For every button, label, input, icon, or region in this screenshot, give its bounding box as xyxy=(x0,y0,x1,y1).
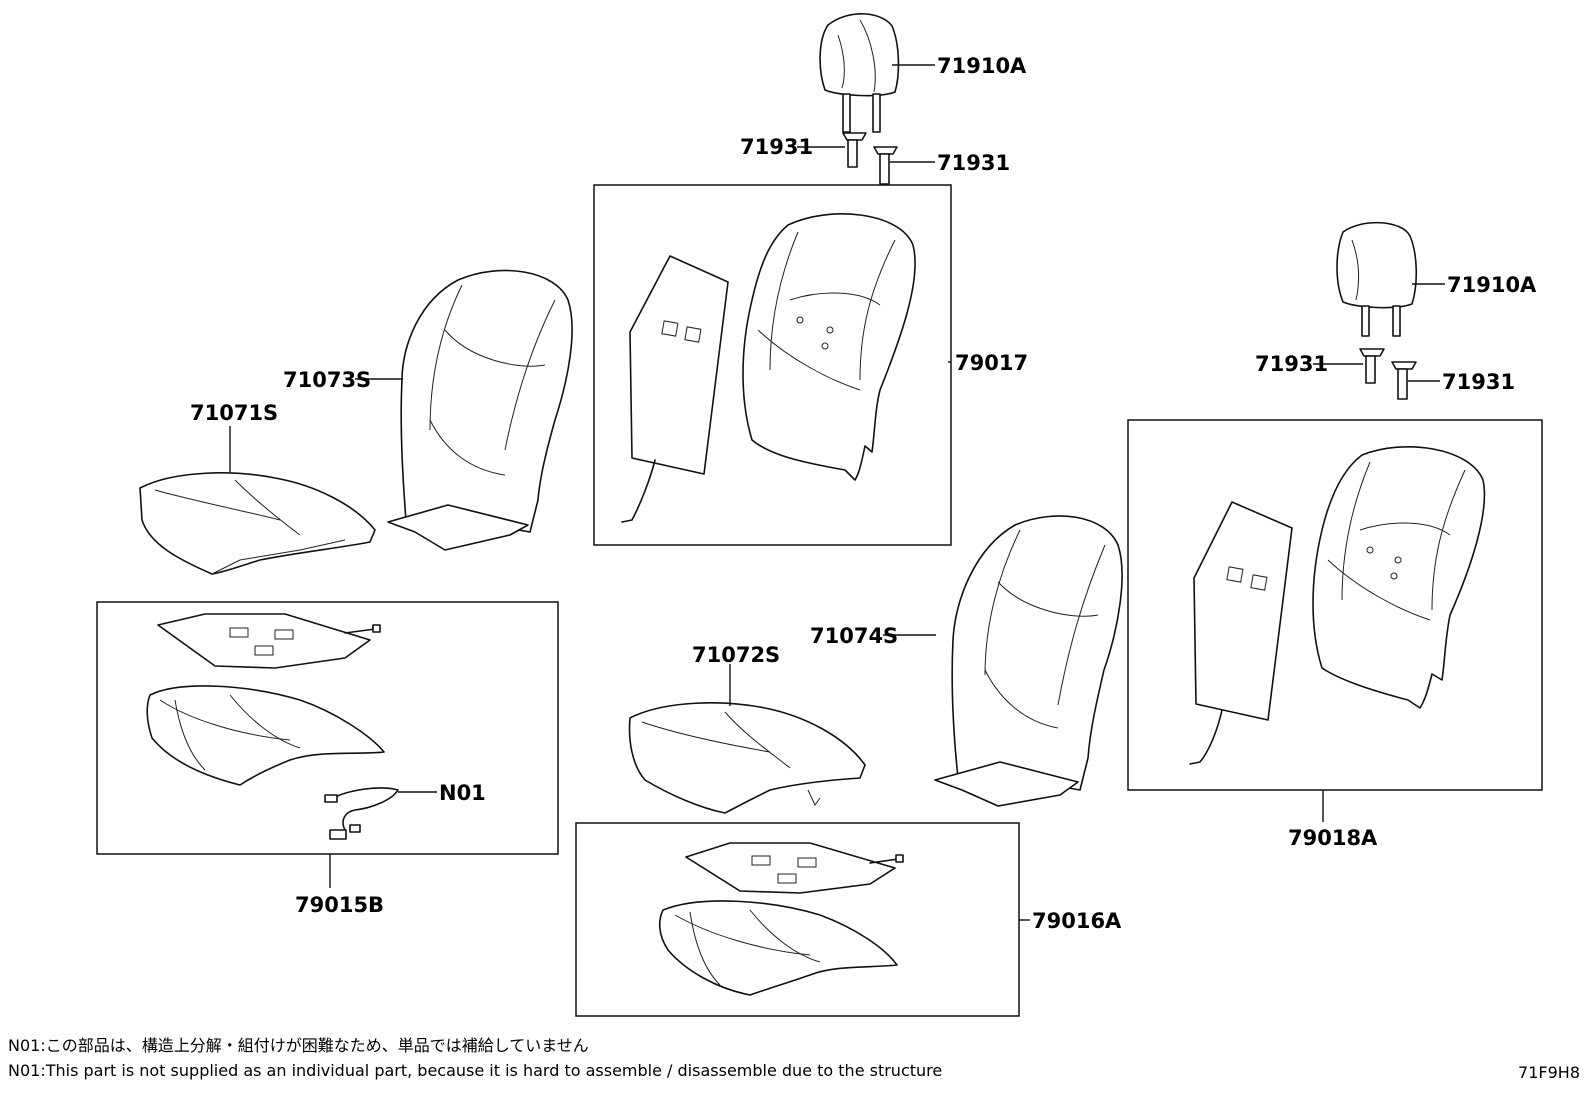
pad-box-left xyxy=(96,601,559,855)
label-71931-right-left: 71931 xyxy=(1255,352,1328,376)
headrest-right xyxy=(1336,221,1418,337)
guide-right-right xyxy=(1391,361,1417,400)
seat-cushion-cover-right xyxy=(628,702,866,814)
seat-cushion-pad-mid xyxy=(658,900,898,996)
label-79018A: 79018A xyxy=(1288,826,1378,850)
seat-cushion-heater-left xyxy=(157,613,381,669)
label-71910A-right: 71910A xyxy=(1447,273,1537,297)
leader-lines xyxy=(229,64,1445,921)
footnote-english: N01:This part is not supplied as an indi… xyxy=(8,1061,943,1080)
guide-right-left xyxy=(1359,348,1385,384)
label-71072S: 71072S xyxy=(692,643,780,667)
seat-cushion-cover-left xyxy=(139,472,376,575)
label-71931-top-left: 71931 xyxy=(740,135,813,159)
seat-back-pad-top xyxy=(742,213,916,481)
seat-back-heater-top xyxy=(621,255,729,523)
label-71071S: 71071S xyxy=(190,401,278,425)
headrest-top xyxy=(819,13,900,133)
label-79016A: 79016A xyxy=(1032,909,1122,933)
label-79017: 79017 xyxy=(955,351,1028,375)
frame-box-top xyxy=(593,184,952,546)
guide-top-right xyxy=(873,146,898,185)
seat-back-pad-right xyxy=(1312,446,1486,709)
figure-code: 71F9H8 xyxy=(1518,1063,1580,1082)
guide-top-left xyxy=(842,132,867,168)
footnote-japanese: N01:この部品は、構造上分解・組付けが困難なため、単品では補給していません xyxy=(8,1036,589,1055)
seat-back-cover-right xyxy=(934,515,1123,807)
seat-cushion-pad-left xyxy=(146,685,385,786)
seat-back-cover-left xyxy=(387,269,573,551)
label-71073S: 71073S xyxy=(283,368,371,392)
seat-back-heater-right xyxy=(1189,501,1293,765)
part-labels: 71910A 71931 71931 79017 71073S 71071S 7… xyxy=(190,54,1537,933)
label-71931-top-right: 71931 xyxy=(937,151,1010,175)
label-71931-right-right: 71931 xyxy=(1442,370,1515,394)
seat-cushion-heater-mid xyxy=(685,842,904,894)
label-71074S: 71074S xyxy=(810,624,898,648)
label-79015B: 79015B xyxy=(295,893,384,917)
harness-n01 xyxy=(324,787,399,840)
frame-box-right xyxy=(1127,419,1543,791)
label-71910A-top: 71910A xyxy=(937,54,1027,78)
label-N01: N01 xyxy=(439,781,486,805)
